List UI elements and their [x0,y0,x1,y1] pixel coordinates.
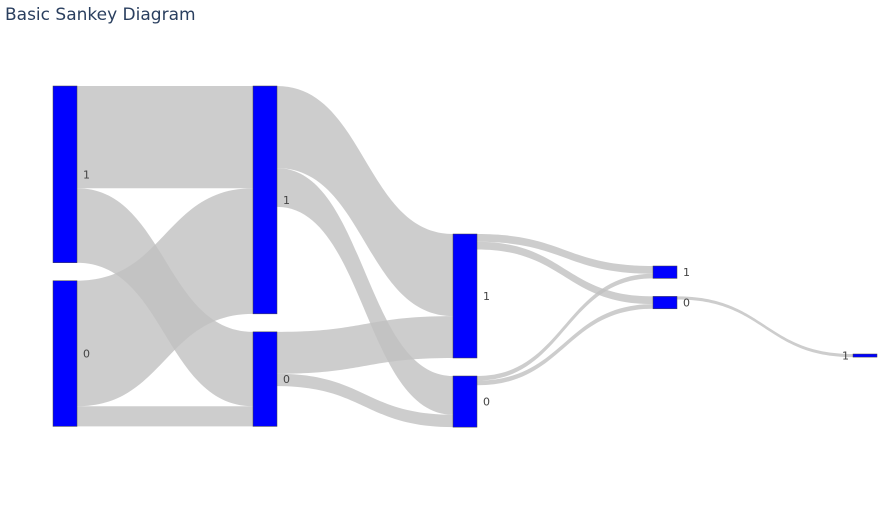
sankey-link-s2_0-s3_1[interactable] [477,273,653,381]
labels-layer: 1 0 1 0 1 0 1 0 1 [83,168,849,408]
sankey-link-s2_0-s3_0[interactable] [477,304,653,386]
sankey-node-s2_1[interactable] [452,233,478,359]
sankey-node-label-s0_1: 1 [83,168,90,181]
sankey-link-s0_0-s1_1[interactable] [77,188,253,407]
sankey-node-label-s1_1: 1 [283,194,290,207]
sankey-node-s1_0[interactable] [252,331,278,427]
sankey-link-s3_0-s4_1[interactable] [677,296,853,358]
sankey-link-s1_0-s2_0[interactable] [277,373,453,428]
sankey-node-s2_0[interactable] [452,375,478,428]
sankey-link-s0_1-s1_1[interactable] [77,86,253,189]
sankey-node-s3_0[interactable] [652,296,678,310]
page-title: Basic Sankey Diagram [5,5,196,25]
sankey-node-label-s4_1: 1 [842,350,849,363]
sankey-node-label-s3_1: 1 [683,266,690,279]
sankey-node-label-s3_0: 0 [683,297,690,310]
sankey-link-s2_1-s3_0[interactable] [477,241,653,305]
sankey-link-s0_0-s1_0[interactable] [77,406,253,427]
links-layer [77,86,853,428]
nodes-layer [52,85,878,428]
sankey-link-s1_1-s2_0[interactable] [277,168,453,415]
sankey-link-s2_1-s3_1[interactable] [477,234,653,274]
sankey-link-s1_1-s2_1[interactable] [277,86,453,317]
sankey-node-label-s0_0: 0 [83,348,90,361]
sankey-node-label-s2_1: 1 [483,290,490,303]
sankey-node-s4_1[interactable] [852,353,878,358]
sankey-node-s0_1[interactable] [52,85,78,263]
sankey-node-s0_0[interactable] [52,280,78,427]
sankey-node-s1_1[interactable] [252,85,278,315]
sankey-node-label-s2_0: 0 [483,396,490,409]
sankey-link-s1_0-s2_1[interactable] [277,316,453,374]
sankey-node-label-s1_0: 0 [283,373,290,386]
sankey-node-s3_1[interactable] [652,265,678,279]
